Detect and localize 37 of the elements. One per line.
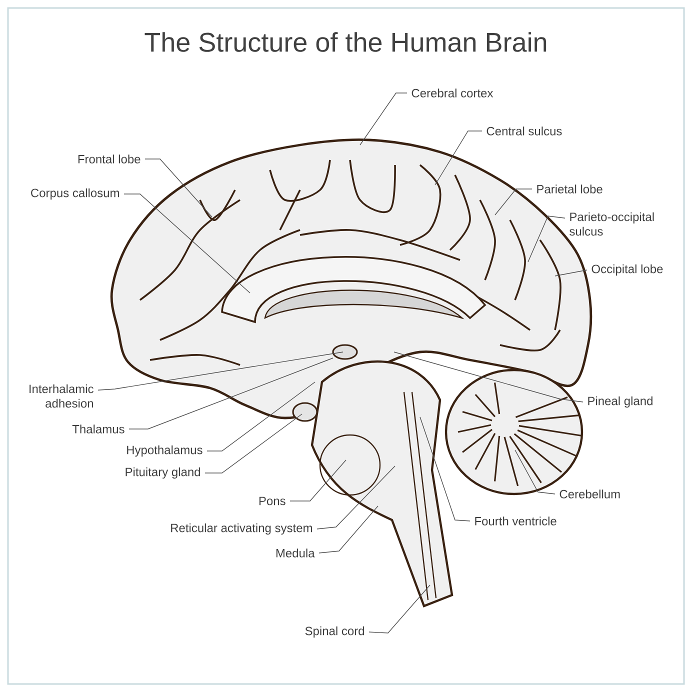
leader-line <box>318 506 378 554</box>
leader-line <box>128 358 334 430</box>
leader-line <box>434 130 482 186</box>
leader-line <box>316 466 396 530</box>
part-label: Medula <box>276 548 315 558</box>
leader-line <box>394 352 584 402</box>
title: The Structure of the Human Brain <box>144 32 546 52</box>
part-label: Spinal cord <box>305 626 364 638</box>
part-label: Frontal lobe <box>78 154 140 164</box>
part-label: Thalamus <box>72 424 124 434</box>
leader-line <box>360 92 408 146</box>
leader-line <box>368 584 430 634</box>
part-label: Occipital lobe <box>592 264 663 276</box>
leader-line <box>206 382 316 452</box>
part-label: Pineal gland <box>588 396 652 408</box>
leader-line <box>494 188 532 216</box>
part-label: Corpus callosum <box>31 188 119 200</box>
part-label: Hypothalamus <box>127 445 202 457</box>
part-label: Cerebellum <box>560 490 620 498</box>
leader-line <box>514 450 556 494</box>
leader-line <box>420 416 470 522</box>
part-label: Interhalamic adhesion <box>30 384 94 408</box>
part-label: Pons <box>259 496 286 506</box>
part-label: Pituitary gland <box>126 467 200 479</box>
leader-line <box>554 270 588 276</box>
part-label: Fourth ventricle <box>475 516 556 526</box>
leader-line <box>290 460 346 502</box>
leader-line <box>144 158 212 218</box>
leader-line <box>124 194 250 294</box>
part-label: Cerebral cortex <box>412 88 494 98</box>
part-label: Parietal lobe <box>537 184 602 194</box>
part-label: Parieto-occipital sulcus <box>570 212 654 236</box>
part-label: Reticular activating system <box>171 523 312 535</box>
leader-line <box>204 414 302 474</box>
leader-line <box>528 216 566 262</box>
leader-line <box>98 352 344 390</box>
part-label: Central sulcus <box>486 126 562 136</box>
